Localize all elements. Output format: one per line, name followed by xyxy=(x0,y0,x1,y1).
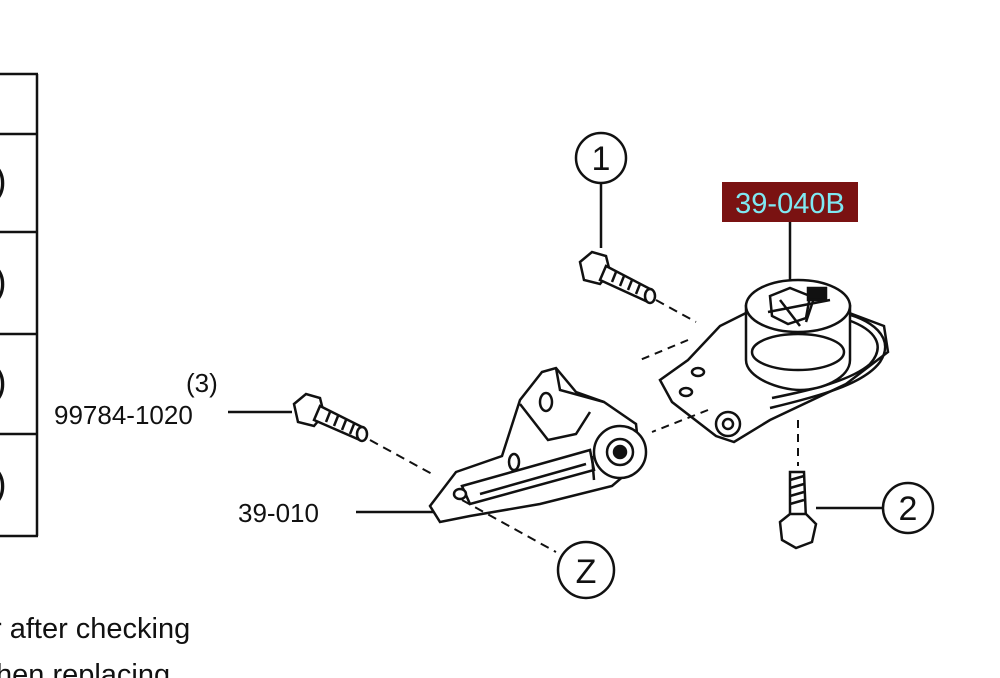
bolt-3-leader xyxy=(369,439,433,475)
table-row-glyph: ) xyxy=(0,261,7,303)
note-line-1: r after checking xyxy=(0,613,190,645)
bracket-drawing xyxy=(428,366,648,524)
part-number-99784-1020[interactable]: 99784-1020 xyxy=(54,400,193,430)
table-row-glyph: ) xyxy=(0,160,7,202)
part-label-highlight[interactable]: 39-040B xyxy=(722,182,858,222)
note-line-2: hen replacing xyxy=(0,659,170,678)
engine-mount-drawing xyxy=(658,278,890,444)
callout-z: Z xyxy=(556,540,616,600)
callout-2-label: 2 xyxy=(899,490,918,528)
callout-2: 2 xyxy=(881,481,935,535)
bolt-1-drawing xyxy=(578,250,657,305)
table-row-glyph: ) xyxy=(0,463,7,505)
mount-to-bracket-leader-2 xyxy=(651,409,709,433)
bolt-1-leader xyxy=(655,299,697,323)
bolt-2-drawing xyxy=(778,470,818,550)
callout-z-label: Z xyxy=(576,553,597,591)
part-number-39-010[interactable]: 39-010 xyxy=(238,498,319,528)
callout-1-label: 1 xyxy=(592,140,611,178)
callout-z-leader xyxy=(461,499,557,553)
table-row-glyph: ) xyxy=(0,361,7,403)
mount-to-bracket-leader xyxy=(639,339,689,361)
parts-table xyxy=(0,72,39,538)
callout-1: 1 xyxy=(574,131,628,248)
part-number-39-040B: 39-040B xyxy=(735,188,845,220)
bolt-quantity: (3) xyxy=(186,368,218,398)
bolt-3-drawing xyxy=(292,392,369,443)
